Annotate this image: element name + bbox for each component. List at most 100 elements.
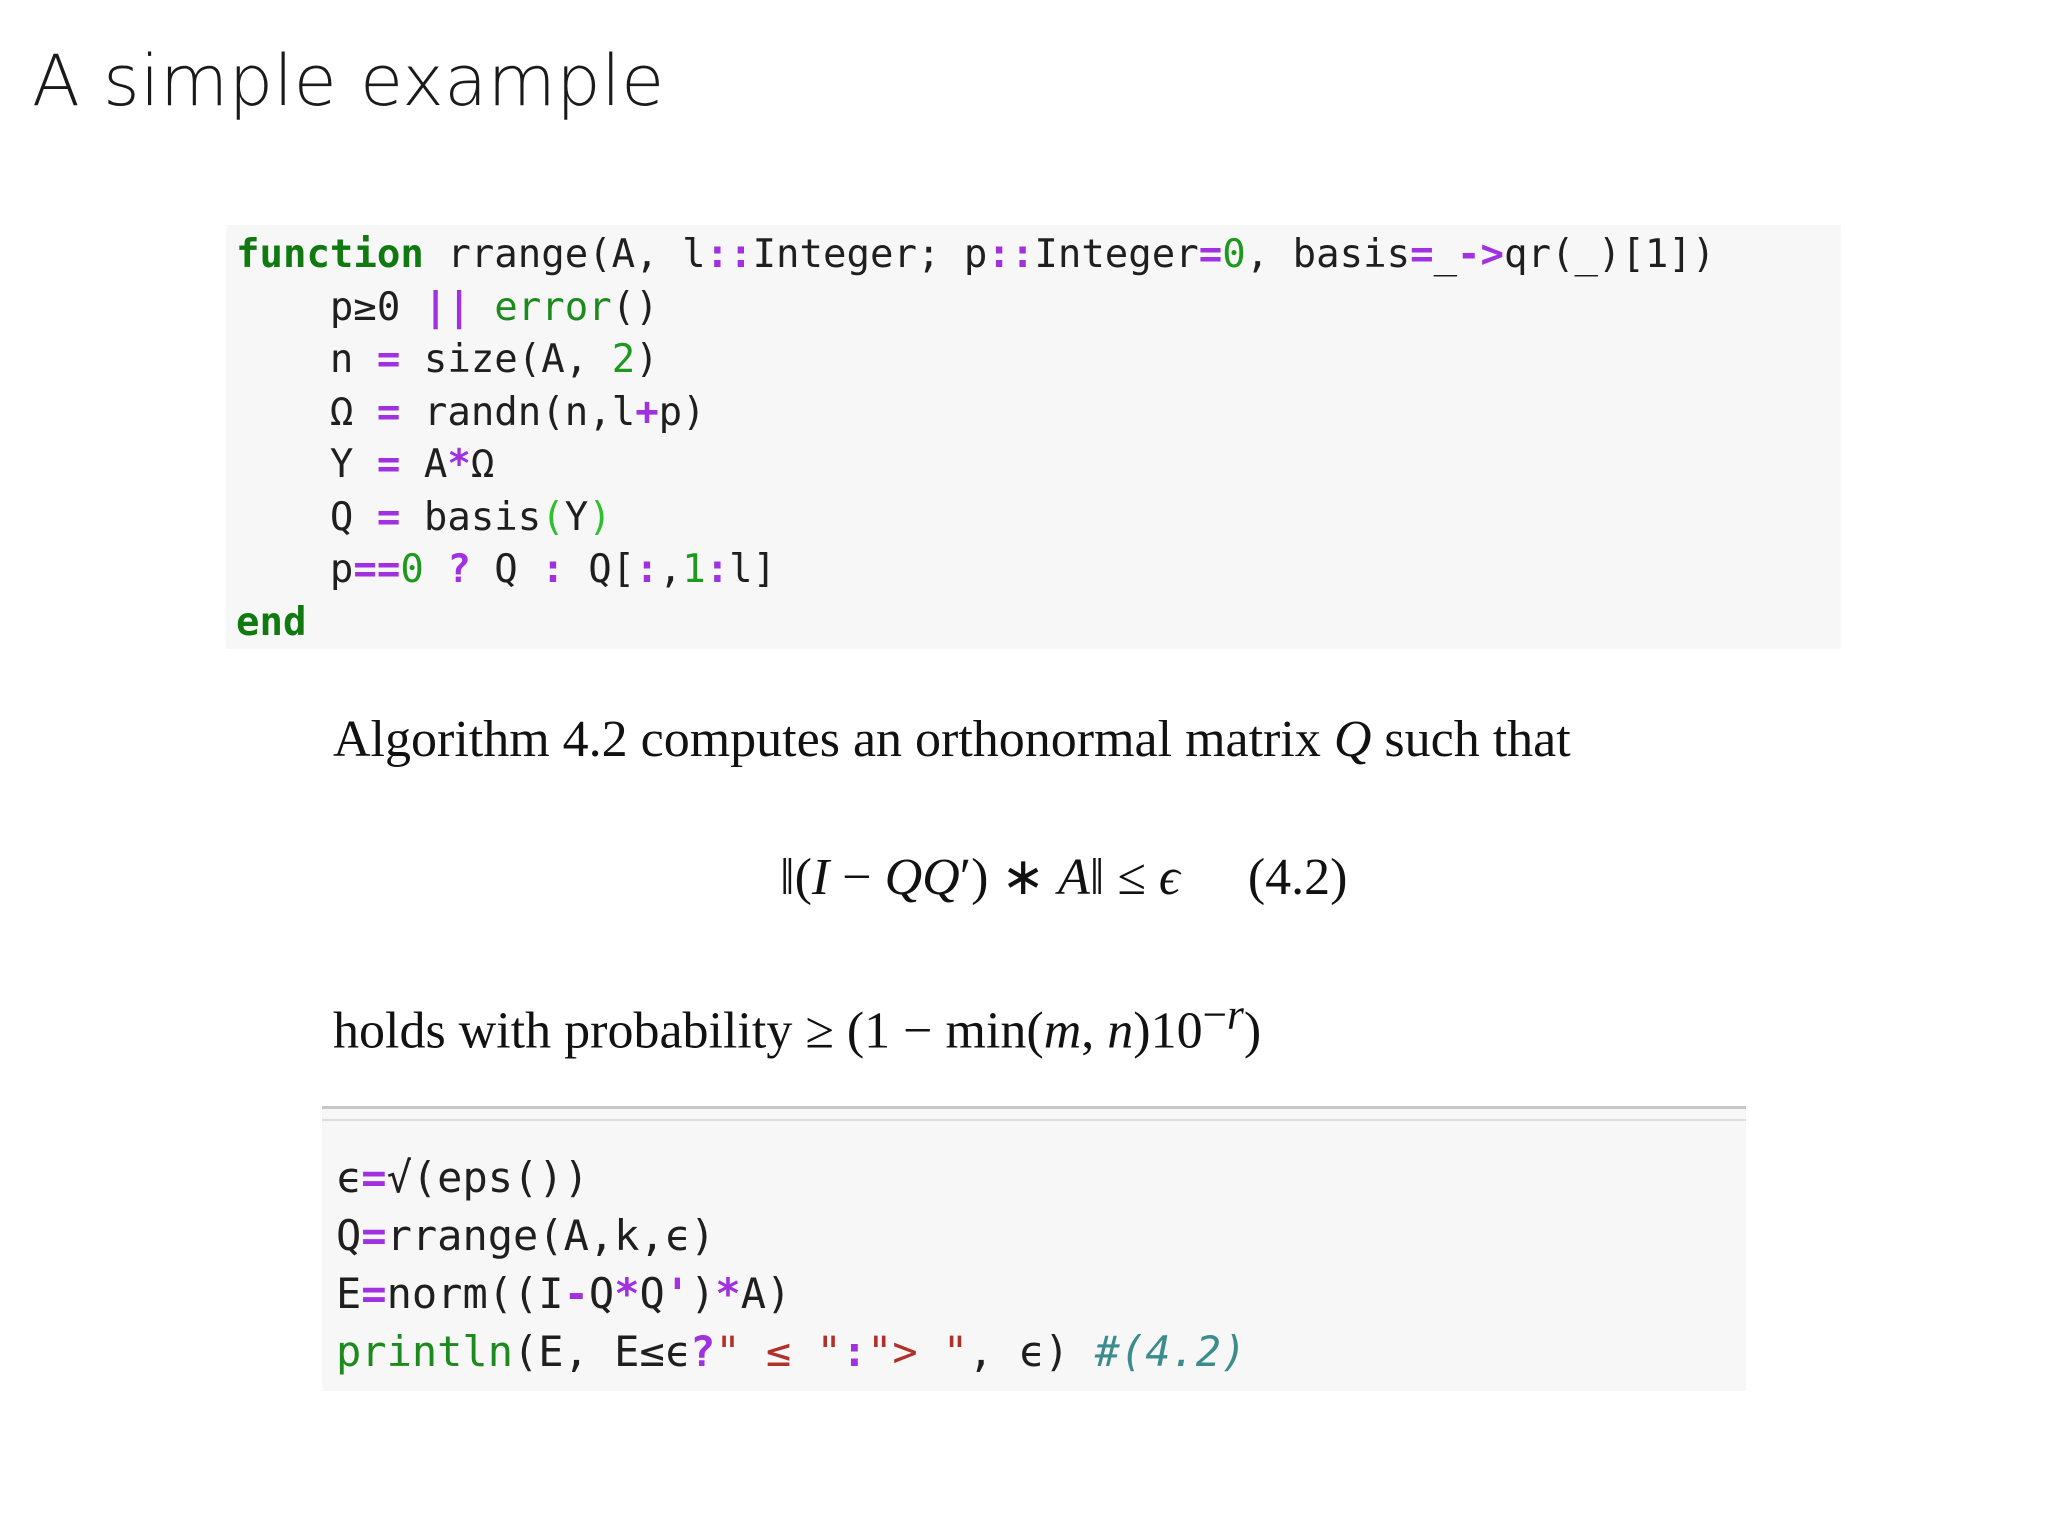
math-variable-q: Q: [1333, 711, 1372, 768]
code-token: =: [361, 1269, 387, 1318]
paragraph-text: such that: [1371, 711, 1571, 768]
math-variable-i: I: [811, 849, 830, 906]
paragraph-text: ): [1243, 1002, 1262, 1060]
code-token: norm((I: [386, 1269, 564, 1318]
code-token: A): [740, 1269, 792, 1318]
code-token: =: [1198, 232, 1223, 277]
code-token: qr(_)[1]): [1504, 232, 1716, 277]
equation: ‖(I − QQ′) ∗ A‖ ≤ ϵ(4.2): [780, 847, 1347, 907]
code-token: p≥0: [236, 284, 424, 330]
code-token: Integer: [1034, 232, 1199, 277]
code-line: p==0 ? Q : Q[:,1:l]: [236, 544, 1831, 597]
code-token: Q: [236, 494, 377, 540]
equation-part: ‖(: [780, 849, 812, 906]
code-token: ?: [447, 547, 471, 592]
code-token: Integer; p: [752, 232, 988, 277]
code-token: 1: [682, 547, 706, 592]
code-token: Ω: [470, 442, 495, 487]
code-token: ||: [423, 284, 471, 330]
code-token: randn(n,l: [400, 389, 636, 435]
code-token: p: [236, 547, 354, 592]
code-token: Q[: [564, 547, 636, 592]
code-token: A: [400, 442, 448, 487]
code-token: _: [1433, 232, 1458, 277]
code-token: ::: [987, 232, 1035, 277]
code-token: 0: [400, 547, 424, 592]
code-token: *: [447, 442, 471, 487]
math-variable-m: m: [1043, 1002, 1082, 1060]
code-token: :: [705, 547, 730, 592]
code-token: =: [1410, 232, 1434, 277]
code-token: (): [611, 284, 659, 330]
code-token: Y: [564, 494, 589, 540]
code-token: √(eps()): [386, 1153, 589, 1202]
code-token: rrange(A,k,ϵ): [386, 1211, 716, 1260]
paragraph-probability: holds with probability ≥ (1 − min(m, n)1…: [333, 990, 1261, 1060]
code-token: ): [635, 337, 659, 382]
equation-part: ′) ∗: [959, 849, 1058, 906]
code-token: end: [236, 599, 307, 645]
math-variable-epsilon: ϵ: [1158, 849, 1180, 906]
code-token: error: [494, 284, 612, 330]
math-variable-a: A: [1057, 849, 1090, 906]
paragraph-text: )10: [1133, 1002, 1203, 1060]
code-token: *: [614, 1269, 640, 1318]
code-token: ': [664, 1269, 691, 1318]
code-line: Q=rrange(A,k,ϵ): [336, 1207, 1732, 1265]
code-token: +: [635, 389, 659, 435]
code-block-usage: ϵ=√(eps())Q=rrange(A,k,ϵ)E=norm((I-Q*Q')…: [322, 1106, 1746, 1391]
code-token: -: [563, 1269, 589, 1318]
code-token: Q: [336, 1211, 362, 1260]
code-token: 2: [611, 337, 636, 382]
code-line: n = size(A, 2): [236, 334, 1831, 387]
code-token: " ≤ ": [715, 1327, 842, 1376]
code-token: =: [361, 1211, 387, 1260]
code-token: size(A,: [400, 337, 612, 382]
code-line: end: [236, 597, 1831, 650]
paragraph-description: Algorithm 4.2 computes an orthonormal ma…: [333, 710, 1571, 769]
code-line: function rrange(A, l::Integer; p::Intege…: [236, 229, 1831, 282]
code-token: ϵ: [336, 1153, 362, 1202]
code-token: Q: [588, 1269, 615, 1318]
code-token: ->: [1457, 232, 1505, 277]
paragraph-text: ,: [1081, 1002, 1108, 1060]
code-token: (E, E≤ϵ: [513, 1327, 691, 1376]
code-token: Q: [470, 547, 542, 592]
code-token: "> ": [867, 1327, 969, 1376]
code-token: , basis: [1245, 232, 1411, 277]
exponent: −r: [1203, 991, 1244, 1039]
code-token: Q: [639, 1269, 665, 1318]
equation-part: ‖ ≤: [1089, 849, 1159, 906]
code-token: ): [690, 1269, 716, 1318]
code-token: p): [658, 389, 706, 435]
code-line: ϵ=√(eps()): [336, 1149, 1732, 1207]
code-token: , ϵ): [968, 1327, 1095, 1376]
code-token: =: [361, 1153, 387, 1202]
code-token: =: [376, 389, 401, 435]
code-block-rrange: function rrange(A, l::Integer; p::Intege…: [226, 225, 1841, 649]
math-variable-r: r: [1227, 991, 1244, 1039]
code-token: =: [376, 442, 401, 487]
paragraph-text: holds with probability ≥ (1 − min(: [333, 1002, 1044, 1060]
code-token: [471, 285, 494, 330]
slide-title: A simple example: [32, 40, 665, 122]
code-token: Ω: [236, 389, 377, 435]
equation-part: −: [829, 849, 885, 906]
code-line: Ω = randn(n,l+p): [236, 387, 1831, 440]
code-token: :: [635, 547, 659, 592]
code-token: ==: [353, 547, 401, 592]
code-line: Y = A*Ω: [236, 439, 1831, 492]
code-token: :: [541, 547, 565, 592]
code-token: l]: [729, 547, 777, 592]
code-token: Y: [236, 442, 377, 487]
code-token: E: [336, 1269, 362, 1318]
paragraph-text: Algorithm 4.2 computes an orthonormal ma…: [333, 711, 1334, 768]
code-token: ): [588, 494, 612, 540]
code-token: 0: [1222, 232, 1246, 277]
code-token: =: [376, 337, 401, 382]
code-line: println(E, E≤ϵ?" ≤ ":"> ", ϵ) #(4.2): [336, 1323, 1732, 1381]
code-token: ,: [658, 547, 683, 592]
code-token: [424, 547, 447, 592]
code-token: basis: [400, 494, 542, 540]
code-line: p≥0 || error(): [236, 282, 1831, 335]
